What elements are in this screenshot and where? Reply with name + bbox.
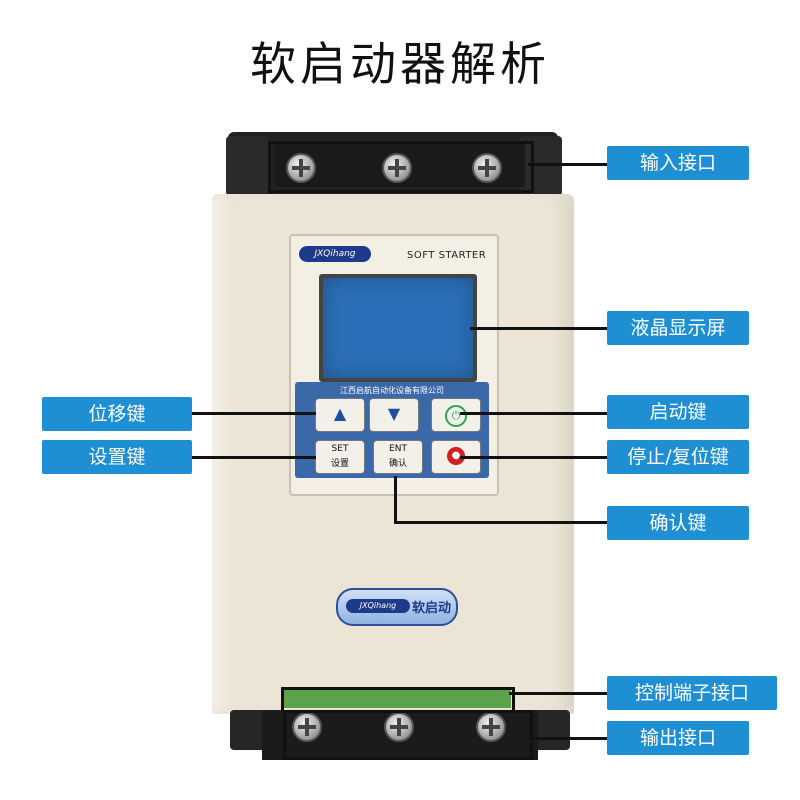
callout-output-terminal: 输出接口 [607, 721, 749, 755]
leader-line [460, 456, 607, 459]
up-arrow-icon: ▲ [333, 404, 347, 423]
mount-bracket-right [520, 136, 562, 196]
callout-set-key: 设置键 [42, 440, 192, 474]
callout-lcd-screen: 液晶显示屏 [607, 311, 749, 345]
callout-confirm-key: 确认键 [607, 506, 749, 540]
leader-line [192, 412, 316, 415]
down-key[interactable]: ▼ [369, 398, 419, 432]
set-key-label: SET [331, 444, 349, 454]
callout-start-key: 启动键 [607, 395, 749, 429]
leader-line [527, 737, 607, 740]
keypad: 江西启航自动化设备有限公司 ▲ ▼ ⏻ SET 设置 ENT 确认 ● [295, 382, 489, 478]
control-terminal-strip [283, 690, 511, 708]
output-terminal-highlight [283, 710, 533, 760]
ent-key-label: ENT [389, 444, 407, 454]
lcd-screen [319, 274, 477, 382]
mount-bracket-bottom-left [230, 710, 266, 750]
ent-key-sublabel: 确认 [388, 459, 407, 469]
leader-line [394, 521, 607, 524]
screw-icon [286, 153, 316, 183]
up-key[interactable]: ▲ [315, 398, 365, 432]
screw-icon [292, 712, 322, 742]
control-panel: JXQihang SOFT STARTER 江西启航自动化设备有限公司 ▲ ▼ … [289, 234, 499, 496]
set-key[interactable]: SET 设置 [315, 440, 365, 474]
callout-input-terminal: 输入接口 [607, 146, 749, 180]
leader-line [192, 456, 316, 459]
ent-key[interactable]: ENT 确认 [373, 440, 423, 474]
bottom-logo-brand: JXQihang [346, 599, 410, 613]
brand-logo: JXQihang [299, 246, 371, 262]
leader-line [460, 412, 607, 415]
down-arrow-icon: ▼ [387, 404, 401, 423]
callout-stop-reset-key: 停止/复位键 [607, 440, 749, 474]
screw-icon [476, 712, 506, 742]
model-label: SOFT STARTER [407, 250, 487, 261]
mount-bracket-left [226, 136, 268, 196]
stop-icon: ● [447, 447, 465, 465]
screw-icon [384, 712, 414, 742]
leader-line [470, 327, 607, 330]
leader-line [528, 163, 607, 166]
leader-line [394, 476, 397, 523]
callout-shift-key: 位移键 [42, 397, 192, 431]
mount-bracket-bottom-right [534, 710, 570, 750]
screw-icon [382, 153, 412, 183]
input-terminal-highlight [268, 141, 534, 193]
bottom-logo-text: 软启动 [412, 601, 452, 616]
power-icon: ⏻ [445, 405, 467, 427]
screw-icon [472, 153, 502, 183]
company-name: 江西启航自动化设备有限公司 [340, 386, 444, 395]
bottom-logo: JXQihang 软启动 [336, 588, 458, 626]
leader-line [509, 692, 607, 695]
set-key-sublabel: 设置 [330, 459, 349, 469]
page-title: 软启动器解析 [250, 37, 550, 91]
run-key[interactable]: ⏻ [431, 398, 481, 432]
callout-control-terminal: 控制端子接口 [607, 676, 777, 710]
